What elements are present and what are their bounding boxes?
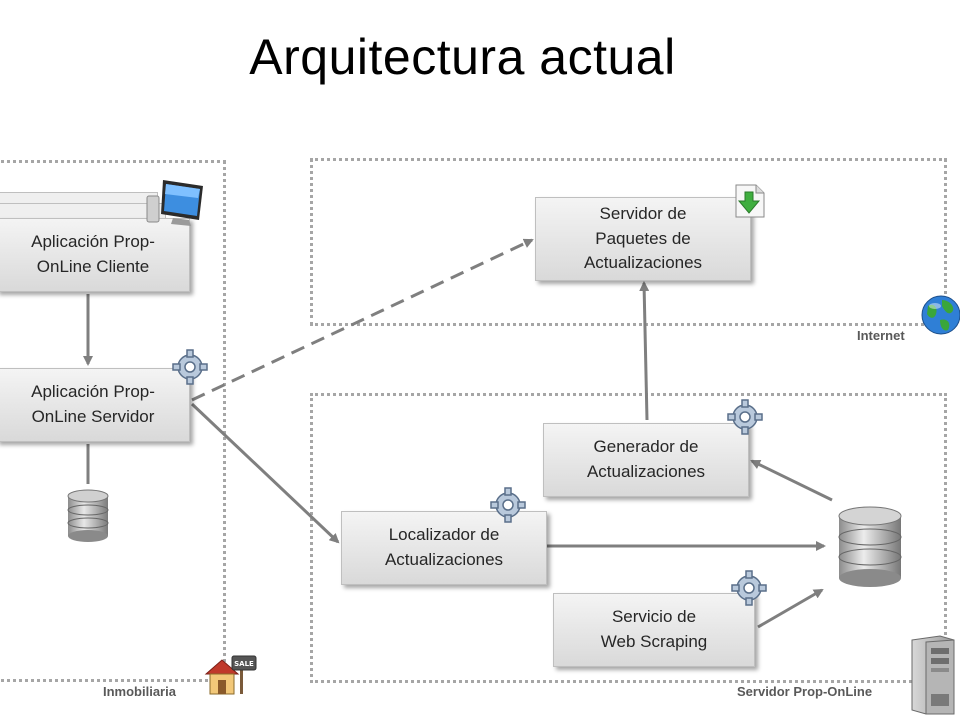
download-icon [735, 184, 765, 218]
node-generador-label: Generador de Actualizaciones [586, 437, 706, 481]
zone-inmobiliaria [0, 160, 226, 682]
node-generador: Generador de Actualizaciones [543, 423, 749, 497]
node-scraping-label: Servicio de Web Scraping [600, 607, 708, 651]
gear-icon [172, 349, 208, 385]
arrow-db-to-generador [750, 459, 833, 502]
house-sale-icon: SALE [204, 655, 257, 695]
zone-servidor-prop-online [310, 393, 947, 683]
database-icon [67, 489, 109, 542]
node-servidor-app-label: Aplicación Prop- OnLine Servidor [31, 382, 155, 426]
database-icon [838, 506, 902, 587]
node-paquetes-label: Servidor de Paquetes de Actualizaciones [583, 204, 703, 273]
zone-label-inmobiliaria: Inmobiliaria [103, 684, 176, 699]
node-paquetes: Servidor de Paquetes de Actualizaciones [535, 197, 751, 281]
gear-icon [490, 487, 526, 523]
zone-internet [310, 158, 947, 326]
arrow-servidor-to-paquetes-dashed [191, 238, 534, 402]
server-tower-icon [911, 635, 955, 715]
page-title: Arquitectura actual [249, 29, 676, 85]
node-localizador-label: Localizador de Actualizaciones [384, 525, 504, 569]
node-localizador: Localizador de Actualizaciones [341, 511, 547, 585]
globe-icon [921, 295, 960, 335]
node-cliente: Aplicación Prop- OnLine Cliente [0, 218, 190, 292]
node-scraping: Servicio de Web Scraping [553, 593, 755, 667]
node-servidor-app: Aplicación Prop- OnLine Servidor [0, 368, 190, 442]
arrow-servidor-to-localizador [190, 402, 340, 544]
gear-icon [727, 399, 763, 435]
computer-icon [146, 180, 203, 226]
arrow-generador-to-paquetes [639, 281, 650, 421]
zone-label-internet: Internet [857, 328, 905, 343]
gear-icon [731, 570, 767, 606]
zone-label-servidor: Servidor Prop-OnLine [737, 684, 873, 699]
house-sale-badge: SALE [234, 660, 254, 668]
arrow-scraping-to-db [757, 588, 824, 629]
node-cliente-label: Aplicación Prop- OnLine Cliente [31, 232, 155, 276]
